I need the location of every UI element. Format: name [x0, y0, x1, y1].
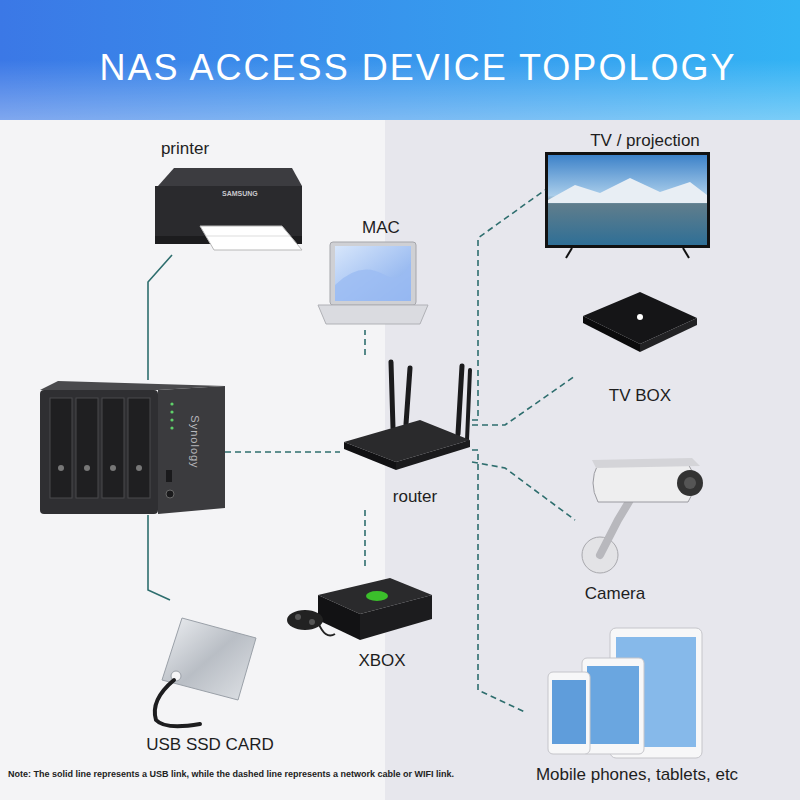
device-label: router [393, 487, 437, 507]
device-node: TV BOX [575, 290, 700, 408]
device-label: XBOX [358, 651, 405, 671]
banner [0, 0, 800, 120]
usb-stick-icon [155, 618, 256, 726]
network-link [472, 376, 575, 425]
usb-link [148, 515, 170, 600]
network-link [364, 510, 366, 570]
title: NAS ACCESS DEVICE TOPOLOGY [36, 46, 800, 89]
mobile-devices-icon [548, 628, 702, 758]
router-icon [344, 362, 470, 470]
device-node: XBOX [285, 570, 435, 675]
device-node: USB SSD CARD [140, 600, 280, 757]
camera-icon [582, 458, 703, 573]
laptop-icon [318, 242, 428, 324]
device-node: MAC [318, 215, 428, 330]
usb-link [148, 255, 172, 380]
printer-icon [155, 168, 302, 250]
left-ground [0, 120, 385, 800]
nas-icon [40, 381, 225, 514]
note: Note: The solid line represents a USB li… [8, 769, 454, 779]
network-link [225, 451, 340, 453]
device-label: Camera [585, 584, 645, 604]
tv-box-icon [583, 292, 697, 352]
brand-label: Synology [189, 415, 202, 468]
device-node: Synology [40, 380, 225, 515]
device-label: USB SSD CARD [146, 735, 274, 755]
device-label: printer [161, 139, 209, 159]
network-link [472, 190, 545, 420]
device-node: TV / projection [545, 128, 710, 260]
device-label: Mobile phones, tablets, etc [536, 765, 738, 785]
right-ground [385, 120, 800, 800]
device-label: TV / projection [590, 131, 700, 151]
brand-mark: SAMSUNG [222, 190, 258, 197]
device-label: MAC [362, 218, 400, 238]
device-node: router [340, 355, 472, 510]
xbox-icon [287, 578, 432, 640]
tv-icon [545, 152, 710, 258]
device-node: Mobile phones, tablets, etc [525, 625, 750, 787]
network-link [364, 330, 366, 355]
device-label: TV BOX [609, 386, 671, 406]
network-link [472, 450, 525, 712]
device-node: Camera [575, 450, 705, 606]
network-link [472, 462, 575, 520]
